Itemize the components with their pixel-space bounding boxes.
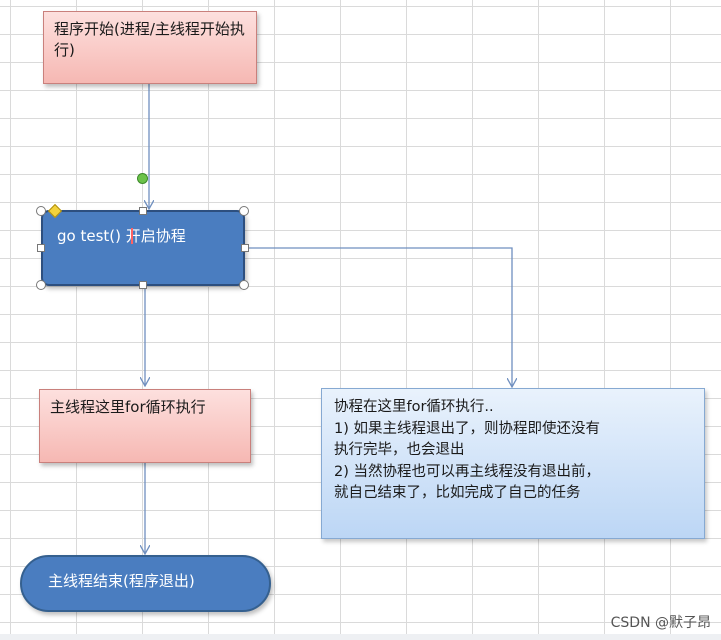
goroutine-note-line: 协程在这里for循环执行.. bbox=[334, 399, 494, 415]
main-loop-node[interactable]: 主线程这里for循环执行 bbox=[39, 389, 251, 463]
bottom-strip bbox=[0, 634, 721, 640]
resize-handle-top-right[interactable] bbox=[239, 206, 249, 216]
text-cursor bbox=[131, 228, 133, 244]
resize-handle-top[interactable] bbox=[139, 207, 147, 215]
resize-handle-top-left[interactable] bbox=[36, 206, 46, 216]
watermark: CSDN @默子昂 bbox=[610, 615, 711, 631]
goroutine-note-line: 2) 当然协程也可以再主线程没有退出前， bbox=[334, 463, 600, 480]
main-loop-label: 主线程这里for循环执行 bbox=[50, 398, 206, 416]
end-node-label: 主线程结束(程序退出) bbox=[48, 572, 195, 590]
resize-handle-bottom-right[interactable] bbox=[239, 280, 249, 290]
resize-handle-bottom[interactable] bbox=[139, 281, 147, 289]
start-node-label: 程序开始(进程/主线程开始执行) bbox=[54, 20, 245, 59]
resize-handle-bottom-left[interactable] bbox=[36, 280, 46, 290]
goroutine-note-line: 就自己结束了，比如完成了自己的任务 bbox=[334, 485, 581, 501]
end-node[interactable]: 主线程结束(程序退出) bbox=[20, 555, 271, 612]
goroutine-note-line: 执行完毕，也会退出 bbox=[334, 442, 465, 458]
go-test-label: go test() 开启协程 bbox=[57, 227, 186, 245]
go-test-node[interactable]: go test() 开启协程 bbox=[41, 210, 245, 286]
goroutine-note[interactable]: 协程在这里for循环执行.. 1) 如果主线程退出了，则协程即使还没有 执行完毕… bbox=[321, 388, 705, 539]
rotation-handle[interactable] bbox=[137, 173, 148, 184]
resize-handle-right[interactable] bbox=[241, 244, 249, 252]
arrow-go-to-goroutine bbox=[247, 247, 512, 386]
resize-handle-left[interactable] bbox=[37, 244, 45, 252]
start-node[interactable]: 程序开始(进程/主线程开始执行) bbox=[43, 11, 257, 84]
goroutine-note-line: 1) 如果主线程退出了，则协程即使还没有 bbox=[334, 420, 600, 437]
